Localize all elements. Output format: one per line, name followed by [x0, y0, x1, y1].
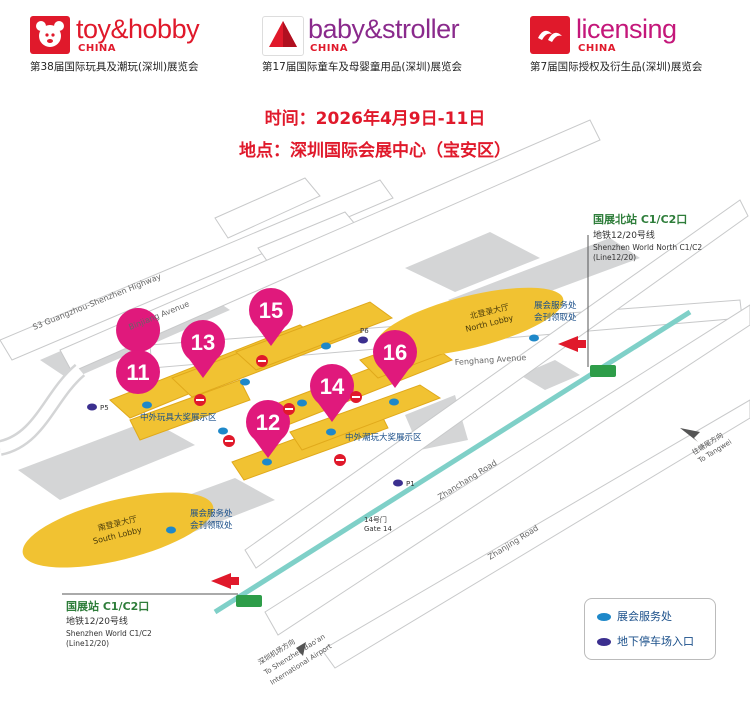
hall-marker-16[interactable] — [373, 330, 417, 388]
parking-label: P6 — [360, 327, 369, 335]
south-station-title: 国展站 C1/C2口 — [66, 599, 149, 613]
north-station-en1: Shenzhen World North C1/C2 — [593, 243, 702, 252]
south-station-en2: (Line12/20) — [66, 639, 109, 648]
metro-line — [213, 309, 692, 615]
roads — [0, 119, 750, 669]
north-station-line: 地铁12/20号线 — [593, 229, 655, 241]
gate-en-label: Gate 14 — [364, 525, 392, 533]
brand-name: toy&hobby — [76, 14, 200, 44]
event-place: 地点：深圳国际会展中心（宝安区） — [239, 141, 511, 161]
brand-name: baby&stroller — [308, 14, 460, 44]
parking-label: P5 — [100, 404, 109, 412]
parking-entrance-icon — [597, 638, 611, 646]
north-catalog-label: 会刊领取处 — [534, 312, 577, 323]
north-station-en2: (Line12/20) — [593, 253, 636, 262]
map-legend: 展会服务处 地下停车场入口 — [584, 598, 716, 660]
hall-marker-14[interactable] — [310, 364, 354, 422]
hall-markers — [116, 288, 417, 458]
hall-marker-11[interactable] — [116, 308, 161, 394]
metro-north-station-icon — [590, 365, 616, 377]
parking-label: P1 — [406, 480, 415, 488]
gate-cn-label: 14号门 — [364, 515, 387, 524]
south-service-label: 展会服务处 — [190, 508, 233, 519]
licensing-logo-icon — [530, 16, 570, 54]
hall-marker-15[interactable] — [249, 288, 293, 346]
north-lobby[interactable] — [371, 274, 570, 371]
brand-sub: CHINA — [578, 43, 617, 54]
airport-arrow-icon — [296, 642, 306, 656]
hall-15[interactable] — [235, 301, 394, 371]
teddy-bear-logo-icon — [30, 16, 70, 54]
south-lobby[interactable] — [16, 477, 221, 583]
trend-award-area-label: 中外潮玩大奖展示区 — [345, 432, 422, 443]
service-point-icon — [597, 613, 611, 621]
hall-marker-13[interactable] — [181, 320, 225, 378]
hall-label: 11 — [126, 360, 149, 385]
hall-label: 16 — [383, 340, 407, 365]
brand-sub: CHINA — [78, 43, 117, 54]
parking-entrances — [87, 336, 403, 487]
brand-desc: 第7届国际授权及衍生品(深圳)展览会 — [530, 61, 703, 73]
event-time: 时间：2026年4月9日-11日 — [264, 109, 486, 129]
legend-row-service: 展会服务处 — [597, 608, 672, 624]
south-station-en1: Shenzhen World C1/C2 — [66, 629, 152, 638]
legend-service-label: 展会服务处 — [617, 610, 672, 623]
south-station-line: 地铁12/20号线 — [66, 615, 128, 627]
brand-name: licensing — [576, 14, 677, 44]
legend-row-parking: 地下停车场入口 — [597, 633, 694, 649]
south-catalog-label: 会刊领取处 — [190, 520, 233, 531]
hall-marker-12[interactable] — [246, 400, 290, 458]
hall-label: 14 — [320, 374, 345, 399]
tangwei-arrow-icon — [680, 428, 700, 442]
stroller-logo-icon — [262, 16, 304, 56]
toy-award-area-label: 中外玩具大奖展示区 — [140, 412, 217, 423]
brand-desc: 第17届国际童车及母婴童用品(深圳)展览会 — [262, 61, 463, 73]
brand-desc: 第38届国际玩具及潮玩(深圳)展览会 — [30, 61, 199, 73]
south-entrance-arrow-icon — [211, 573, 239, 589]
north-service-label: 展会服务处 — [534, 300, 577, 311]
brand-sub: CHINA — [310, 43, 349, 54]
metro-south-station-icon — [236, 595, 262, 607]
service-points — [142, 334, 539, 534]
north-entrance-arrow-icon — [558, 336, 586, 352]
north-station-title: 国展北站 C1/C2口 — [593, 212, 687, 226]
legend-parking-label: 地下停车场入口 — [617, 635, 694, 648]
hall-label: 15 — [259, 298, 283, 323]
hall-label: 12 — [256, 410, 280, 435]
hall-label: 13 — [191, 330, 215, 355]
